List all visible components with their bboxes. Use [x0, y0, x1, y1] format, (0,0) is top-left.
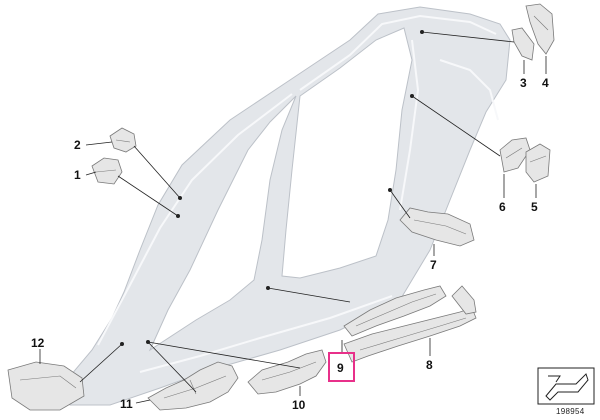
leader-1 [85, 171, 97, 176]
arrow-cutaway-icon [537, 367, 595, 405]
leader-12-to-frame [79, 343, 123, 383]
diagram-number: 198954 [556, 407, 585, 416]
callout-5[interactable]: 5 [531, 200, 538, 214]
part-12-panel[interactable] [7, 361, 85, 411]
callout-7[interactable]: 7 [430, 258, 437, 272]
callout-3[interactable]: 3 [520, 76, 527, 90]
part-8-sill-reinforcement[interactable] [343, 285, 477, 363]
frame-crease-sill [139, 295, 393, 373]
callout-2[interactable]: 2 [74, 138, 81, 152]
part-5-bracket[interactable] [525, 143, 551, 183]
part-4-bracket[interactable] [525, 3, 555, 55]
leader-2-to-frame [133, 145, 181, 199]
leader-11-to-frame [147, 341, 197, 393]
leader-lines [39, 31, 547, 404]
callout-4[interactable]: 4 [542, 76, 549, 90]
part-6-bracket[interactable] [499, 137, 531, 173]
callout-6[interactable]: 6 [499, 200, 506, 214]
part-9-sill-panel[interactable] [343, 285, 447, 337]
leader-8-to-frame [267, 287, 351, 303]
leader-6-to-frame [411, 95, 501, 157]
frame-crease-wheel-arch [439, 59, 499, 121]
callout-12[interactable]: 12 [31, 336, 45, 350]
leader-11 [135, 399, 151, 404]
callout-9[interactable]: 9 [337, 361, 344, 375]
side-frame-outline [59, 6, 511, 406]
callout-11[interactable]: 11 [120, 397, 133, 411]
part-2-bracket[interactable] [109, 127, 137, 153]
part-3-bracket[interactable] [511, 27, 535, 61]
highlighted-part-frame [328, 352, 355, 382]
callout-1[interactable]: 1 [74, 168, 81, 182]
leader-2 [85, 141, 113, 146]
leader-3-to-frame [421, 31, 515, 43]
leader-10-to-frame [147, 341, 301, 369]
frame-crease-roof [299, 14, 497, 91]
frame-crease-a-pillar [97, 93, 293, 346]
part-7-bracket[interactable] [399, 207, 475, 247]
part-10-reinforcement[interactable] [247, 349, 327, 395]
leader-dots [120, 30, 424, 346]
side-frame [59, 6, 511, 406]
part-11-floor-bracket[interactable] [147, 361, 239, 411]
frame-crease-c-pillar [399, 39, 420, 211]
part-1-bracket[interactable] [91, 157, 123, 185]
leader-7-to-frame [389, 189, 411, 219]
callout-8[interactable]: 8 [426, 358, 433, 372]
callout-10[interactable]: 10 [292, 398, 306, 412]
leader-1-to-frame [117, 175, 179, 217]
